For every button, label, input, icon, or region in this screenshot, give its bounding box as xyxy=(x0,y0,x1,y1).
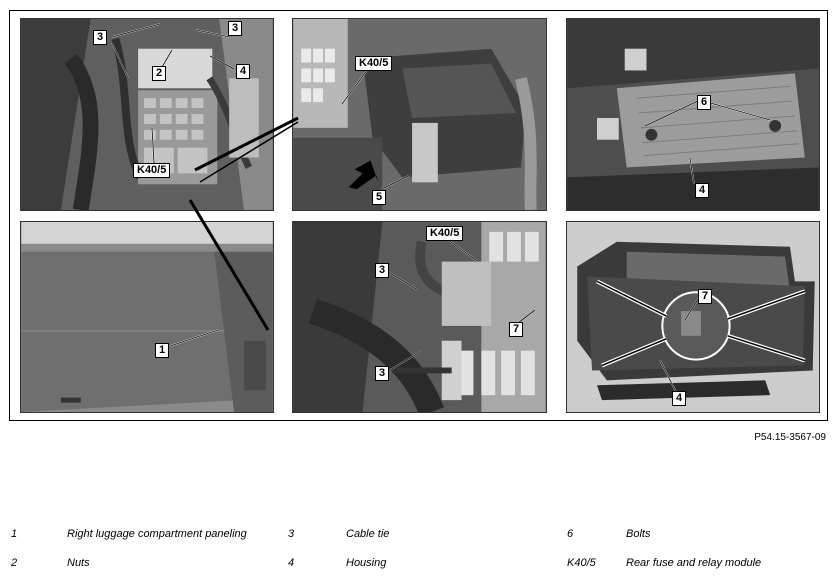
legend-key: 2 xyxy=(11,557,18,569)
legend-key: 3 xyxy=(288,528,295,540)
callout-6: 6 xyxy=(697,95,712,110)
callout-1: 1 xyxy=(155,343,170,358)
legend-desc: Nuts xyxy=(67,557,90,569)
figure-id: P54.15-3567-09 xyxy=(754,432,826,443)
legend-desc: Housing xyxy=(346,557,387,569)
callout-3: 3 xyxy=(228,21,243,36)
photo-3-drawing xyxy=(567,19,819,210)
figure-frame xyxy=(9,10,828,421)
legend-key: 6 xyxy=(567,528,574,540)
legend-key: K40/5 xyxy=(567,557,596,569)
legend-desc: Bolts xyxy=(626,528,651,540)
photo-fuse-box-overview xyxy=(20,18,274,211)
callout-7: 7 xyxy=(698,289,713,304)
callout-5: 5 xyxy=(372,190,387,205)
legend-desc: Rear fuse and relay module xyxy=(626,557,762,569)
photo-1-drawing xyxy=(21,19,273,210)
callout-4: 4 xyxy=(695,183,710,198)
callout-2: 2 xyxy=(152,66,167,81)
callout-3: 3 xyxy=(375,263,390,278)
callout-k40-5: K40/5 xyxy=(355,56,393,71)
photo-module-closeup xyxy=(292,18,547,211)
photo-luggage-compartment xyxy=(20,221,274,413)
photo-housing-bolts xyxy=(566,18,820,211)
callout-k40-5: K40/5 xyxy=(426,226,464,241)
photo-wiring-detail xyxy=(292,221,547,413)
legend-key: 1 xyxy=(11,528,18,540)
photo-2-drawing xyxy=(293,19,546,210)
photo-housing-removed xyxy=(566,221,820,413)
legend-desc: Cable tie xyxy=(346,528,390,540)
callout-3: 3 xyxy=(93,30,108,45)
callout-4: 4 xyxy=(236,64,251,79)
photo-6-drawing xyxy=(567,222,819,412)
callout-k40-5: K40/5 xyxy=(133,163,171,178)
callout-4: 4 xyxy=(672,391,687,406)
callout-7: 7 xyxy=(509,322,524,337)
photo-4-drawing xyxy=(21,222,273,412)
callout-3: 3 xyxy=(375,366,390,381)
legend-desc: Right luggage compartment paneling xyxy=(67,528,247,540)
legend-key: 4 xyxy=(288,557,295,569)
photo-5-drawing xyxy=(293,222,546,412)
